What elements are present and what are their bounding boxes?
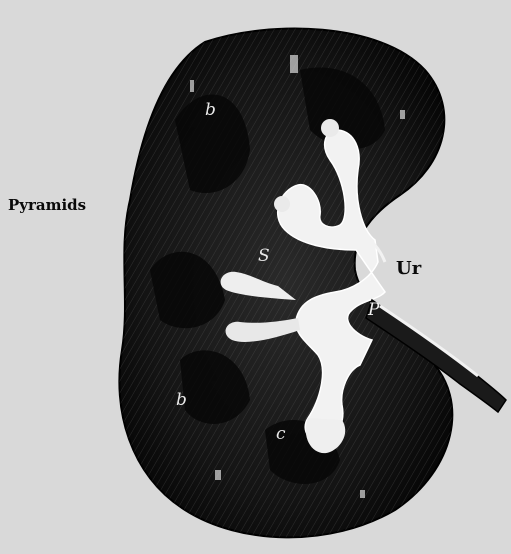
calyx-upper-left (274, 196, 290, 212)
label-b-bottom: b (176, 390, 187, 410)
calyx-top (321, 119, 339, 137)
label-p: P (368, 300, 379, 320)
label-b-top: b (205, 100, 216, 120)
label-s: S (258, 246, 270, 266)
pyramids-label: Pyramids (8, 196, 86, 214)
ureter-label: Ur (396, 258, 421, 279)
label-c: c (276, 424, 286, 444)
